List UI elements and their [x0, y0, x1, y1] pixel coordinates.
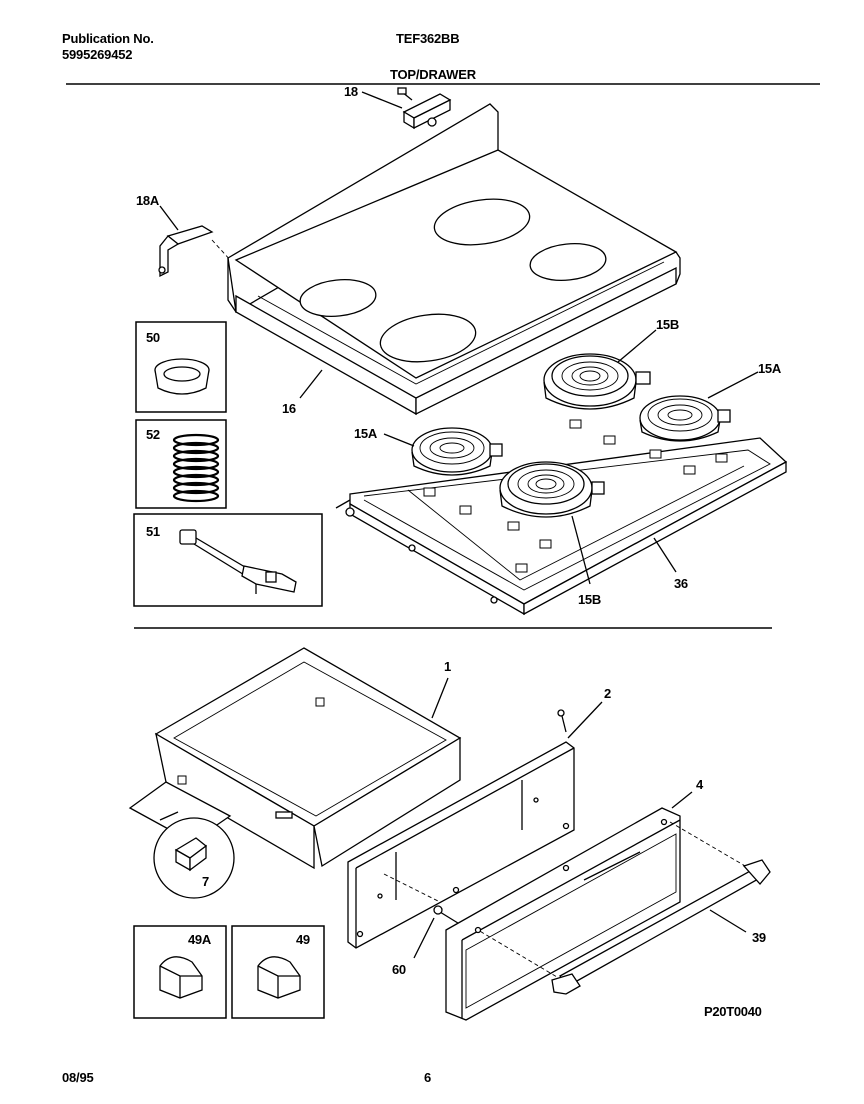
drawing-code: P20T0040	[704, 1004, 762, 1019]
part-7-detail	[153, 811, 235, 899]
callout-15a-left: 15A	[354, 426, 377, 441]
callout-49: 49	[296, 932, 310, 947]
part-52-spring	[172, 433, 220, 503]
callout-16: 16	[282, 401, 296, 416]
part-52-box	[135, 419, 227, 509]
part-2-front-panel	[347, 701, 603, 949]
part-50-box	[135, 321, 227, 413]
callout-52: 52	[146, 427, 160, 442]
callout-49a: 49A	[188, 932, 211, 947]
part-15a-element-right	[639, 371, 759, 442]
part-4-drawer-panel	[445, 791, 753, 1021]
callout-60: 60	[392, 962, 406, 977]
callout-15b-bottom: 15B	[578, 592, 601, 607]
model-number: TEF362BB	[396, 31, 460, 46]
part-16-cooktop	[227, 103, 681, 416]
publication-label: Publication No.	[62, 31, 154, 46]
part-18a-bracket	[158, 205, 233, 278]
part-39-handle	[551, 859, 771, 995]
callout-4: 4	[696, 777, 703, 792]
callout-2: 2	[604, 686, 611, 701]
callout-51: 51	[146, 524, 160, 539]
publication-number: 5995269452	[62, 47, 133, 62]
part-1-drawer-body	[128, 647, 462, 870]
callout-50: 50	[146, 330, 160, 345]
callout-15b-top: 15B	[656, 317, 679, 332]
part-50-knob-bezel	[154, 358, 210, 395]
part-49a-box	[133, 925, 227, 1019]
section-title: TOP/DRAWER	[390, 67, 476, 82]
part-51-switch	[179, 529, 297, 594]
callout-1: 1	[444, 659, 451, 674]
callout-18a: 18A	[136, 193, 159, 208]
part-18-bracket	[361, 87, 452, 130]
callout-7: 7	[202, 874, 209, 889]
footer-page: 6	[424, 1070, 432, 1085]
part-51-box	[133, 513, 323, 607]
part-49a-foot	[159, 956, 203, 999]
part-36-frame	[335, 419, 788, 616]
part-49-box	[231, 925, 325, 1019]
callout-36: 36	[674, 576, 688, 591]
callout-15a-right: 15A	[758, 361, 781, 376]
footer-date: 08/95	[62, 1070, 94, 1085]
part-15a-element-left	[383, 427, 503, 476]
part-49-foot	[257, 956, 301, 999]
part-15b-element-top	[543, 329, 657, 410]
part-15b-element-bottom	[499, 461, 605, 585]
callout-18: 18	[344, 84, 358, 99]
callout-39: 39	[752, 930, 766, 945]
